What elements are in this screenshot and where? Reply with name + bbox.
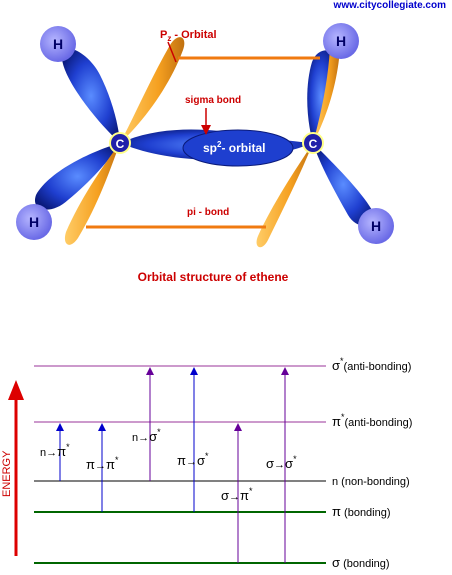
sp2-lobe-left-lower bbox=[34, 143, 120, 210]
hydrogen-label-top-left: H bbox=[53, 36, 63, 52]
transition-label-sigma-to-sigma-star: σ→σ* bbox=[266, 454, 297, 471]
sp2-overlap-region bbox=[182, 129, 294, 167]
sigma-bond-label: sigma bond bbox=[185, 95, 241, 106]
pz-lobe-right-upper bbox=[313, 38, 340, 143]
hydrogen-atom-bottom-right bbox=[358, 208, 394, 244]
pi-bond-label: pi - bond bbox=[187, 207, 229, 218]
level-label-pi-bonding: π (bonding) bbox=[332, 504, 391, 519]
sp2-lobe-right-lower bbox=[313, 143, 374, 226]
pz-lobe-left-upper bbox=[120, 37, 185, 144]
energy-diagram: ENERGY σ*(anti-bonding) π*(anti-bonding)… bbox=[1, 356, 412, 570]
energy-axis-arrowhead bbox=[8, 380, 24, 400]
transition-label-sigma-to-pi-star: σ→π* bbox=[221, 486, 253, 503]
hydrogen-atom-top-left bbox=[40, 26, 76, 62]
orbital-caption: Orbital structure of ethene bbox=[138, 270, 289, 284]
sp2-orbital-label: sp2- orbital bbox=[203, 140, 265, 155]
carbon-label-left: C bbox=[116, 137, 125, 151]
pz-lobe-right-lower bbox=[256, 143, 313, 248]
hydrogen-atom-top-right bbox=[323, 23, 359, 59]
transition-label-n-to-sigma-star: n→σ* bbox=[132, 427, 161, 444]
level-label-nonbonding: n (non-bonding) bbox=[332, 476, 410, 488]
watermark-text: www.citycollegiate.com bbox=[333, 0, 446, 11]
carbon-label-right: C bbox=[309, 137, 318, 151]
pz-orbital-label: Pz - Orbital bbox=[160, 29, 217, 43]
level-label-sigma-bonding: σ (bonding) bbox=[332, 555, 390, 570]
orbital-structure: C C H H H H Pz - Orbital sigma bond sp2-… bbox=[16, 23, 394, 284]
hydrogen-label-bottom-left: H bbox=[29, 214, 39, 230]
hydrogen-atom-bottom-left bbox=[16, 204, 52, 240]
transition-label-n-to-pi-star: n→π* bbox=[40, 442, 70, 459]
sigma-bond-pointer-head bbox=[201, 125, 211, 135]
pz-lobe-left-lower bbox=[64, 143, 120, 245]
hydrogen-label-bottom-right: H bbox=[371, 218, 381, 234]
carbon-atom-left bbox=[109, 132, 131, 154]
transition-label-pi-to-sigma-star: π→σ* bbox=[177, 451, 209, 468]
level-label-sigma-antibonding: σ*(anti-bonding) bbox=[332, 356, 411, 373]
sp2-lobe-left-upper bbox=[61, 48, 120, 143]
transition-label-pi-to-pi-star: π→π* bbox=[86, 455, 119, 472]
energy-axis-label: ENERGY bbox=[1, 450, 13, 497]
level-label-pi-antibonding: π*(anti-bonding) bbox=[332, 412, 412, 429]
hydrogen-label-top-right: H bbox=[336, 33, 346, 49]
pz-label-pointer bbox=[167, 41, 177, 63]
carbon-atom-right bbox=[302, 132, 324, 154]
